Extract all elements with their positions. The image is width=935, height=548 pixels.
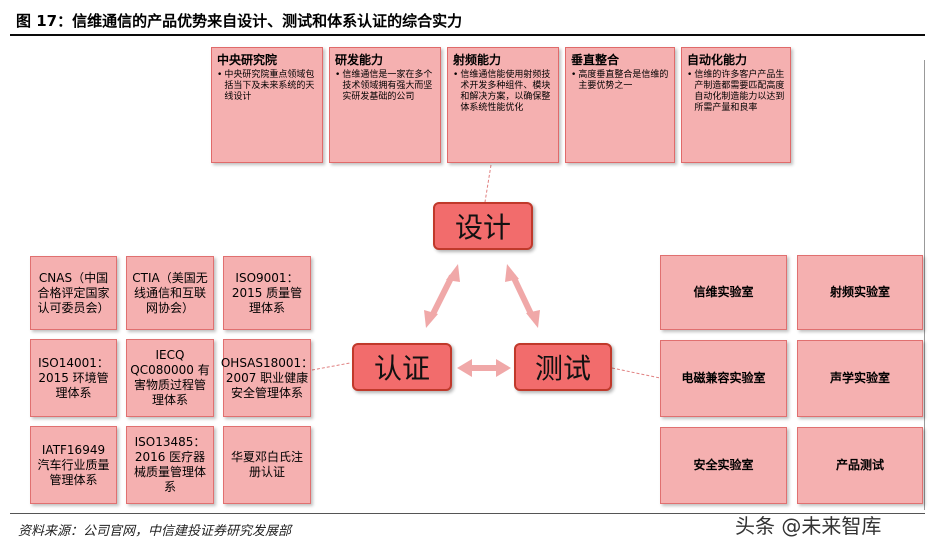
capability-desc: 高度垂直整合是信维的主要优势之一 (578, 70, 669, 91)
arrowhead-certify-test-right (496, 359, 511, 377)
cert-item: ISO13485：2016 医疗器械质量管理体系 (126, 426, 214, 504)
capability-desc: 中央研究院重点领域包括当下及未来系统的天线设计 (224, 70, 315, 102)
arrowhead-design-certify-top (446, 264, 460, 282)
design-connector (484, 164, 492, 203)
capability-central-research: 中央研究院 •中央研究院重点领域包括当下及未来系统的天线设计 (211, 47, 323, 163)
capability-desc: 信维的许多客户产品生产制造都需要匹配高度自动化制造能力以达到所需产量和良率 (694, 70, 785, 113)
node-certify: 认证 (352, 343, 452, 391)
bullet-icon: • (453, 70, 459, 80)
lab-item: 电磁兼容实验室 (660, 340, 787, 417)
arrowhead-design-test-top (505, 264, 519, 282)
lab-item: 声学实验室 (797, 340, 923, 417)
watermark-text: 头条 @未来智库 (735, 514, 882, 538)
arrow-design-certify (429, 274, 455, 318)
lab-item: 安全实验室 (660, 427, 787, 504)
capability-automation: 自动化能力 •信维的许多客户产品生产制造都需要匹配高度自动化制造能力以达到所需产… (681, 47, 791, 163)
cert-item: ISO9001：2015 质量管理体系 (223, 256, 311, 330)
capability-title: 研发能力 (335, 53, 384, 67)
footer-divider (10, 513, 925, 514)
header-divider (10, 34, 925, 36)
arrowhead-certify-test-left (457, 359, 472, 377)
bullet-icon: • (217, 70, 223, 80)
capability-title: 自动化能力 (687, 53, 748, 67)
cert-item: IECQ QC080000 有害物质过程管理体系 (126, 339, 214, 417)
cert-item: 华夏邓白氏注册认证 (223, 426, 311, 504)
capability-title: 垂直整合 (571, 53, 620, 67)
lab-item: 射频实验室 (797, 255, 923, 330)
cert-item: OHSAS18001：2007 职业健康安全管理体系 (221, 339, 313, 417)
capability-desc: 信维通信是一家在多个技术领域拥有强大而坚实研发基础的公司 (342, 70, 433, 102)
arrowhead-design-test-bottom (526, 310, 540, 328)
cert-item: IATF16949 汽车行业质量管理体系 (30, 426, 117, 504)
capability-title: 射频能力 (453, 53, 502, 67)
node-test: 测试 (514, 343, 612, 391)
right-divider (924, 60, 925, 510)
capability-title: 中央研究院 (217, 53, 278, 67)
arrow-design-test (510, 274, 535, 318)
figure-title: 图 17：信维通信的产品优势来自设计、测试和体系认证的综合实力 (16, 12, 463, 30)
cert-item: ISO14001：2015 环境管理体系 (30, 339, 117, 417)
source-note: 资料来源：公司官网，中信建投证券研究发展部 (18, 524, 292, 539)
capability-vertical-integration: 垂直整合 •高度垂直整合是信维的主要优势之一 (565, 47, 675, 163)
capability-desc: 信维通信能使用射频技术开发多种组件、模块和解决方案，以确保整体系统性能优化 (460, 70, 551, 113)
bullet-icon: • (687, 70, 693, 80)
capability-rf: 射频能力 •信维通信能使用射频技术开发多种组件、模块和解决方案，以确保整体系统性… (447, 47, 559, 163)
node-design: 设计 (433, 202, 533, 250)
lab-item: 信维实验室 (660, 255, 787, 330)
cert-item: CNAS（中国合格评定国家认可委员会） (30, 256, 117, 330)
bullet-icon: • (335, 70, 341, 80)
capability-rd: 研发能力 •信维通信是一家在多个技术领域拥有强大而坚实研发基础的公司 (329, 47, 441, 163)
test-connector (611, 367, 661, 379)
bullet-icon: • (571, 70, 577, 80)
certify-connector (311, 362, 351, 371)
cert-item: CTIA（美国无线通信和互联网协会） (126, 256, 214, 330)
arrowhead-design-certify-bottom (424, 310, 438, 328)
lab-item: 产品测试 (797, 427, 923, 504)
